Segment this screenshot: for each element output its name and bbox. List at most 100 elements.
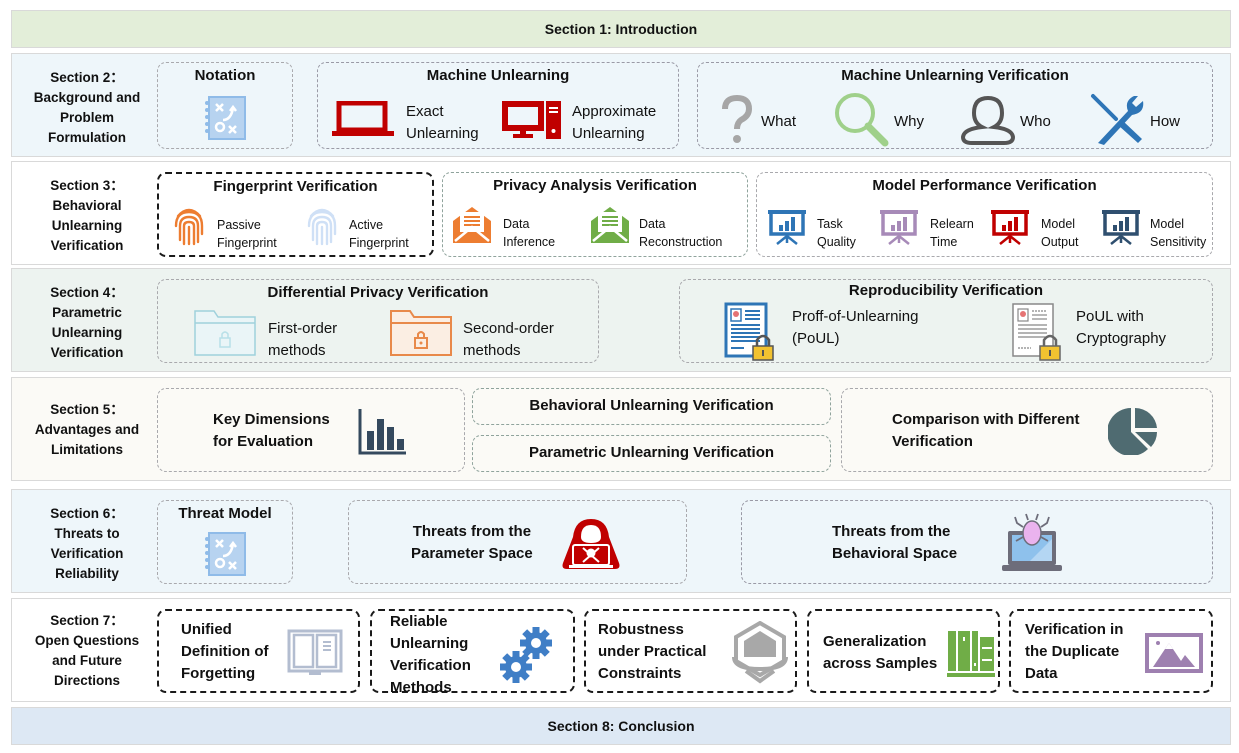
label-line: Verification [390,657,471,674]
model-output-label: Model Output [1041,215,1079,251]
section-1-introduction: Section 1: Introduction [11,10,1231,48]
reproducibility-box: Reproducibility Verification Proff-of-Un… [679,279,1213,363]
label-line: Threats from the [832,523,951,540]
verification-title: Machine Unlearning Verification [841,67,1069,84]
behavioral-verification-label: Behavioral Unlearning Verification [529,397,774,414]
label-line: PoUL with [1076,308,1144,325]
duplicate-data-label: Verification in the Duplicate Data [1025,619,1123,685]
user-icon [960,95,1016,145]
duplicate-data-box: Verification in the Duplicate Data [1009,609,1213,693]
label-line: Unlearning [406,125,479,142]
label-line: Parameter Space [411,545,533,562]
verification-box: Machine Unlearning Verification What Why… [697,62,1213,149]
section-6-label: Section 6： Threats to Verification Relia… [12,504,162,584]
section-8-conclusion: Section 8: Conclusion [11,707,1231,745]
tools-icon [1090,93,1146,147]
label-line: across Samples [823,655,938,672]
robustness-box: Robustness under Practical Constraints [584,609,797,693]
what-label: What [761,113,797,130]
fingerprint-icon [306,204,338,246]
question-icon [720,95,754,145]
label-line: First-order [268,320,338,337]
label-line: Key Dimensions [213,411,330,428]
behavioral-space-label: Threats from the Behavioral Space [832,521,957,565]
label-line: Verification [50,345,124,360]
gears-icon [498,625,556,683]
label-line: Behavioral Space [832,545,958,562]
label-line: Section 6： [50,506,124,521]
privacy-analysis-title: Privacy Analysis Verification [493,177,697,194]
label-line: Section 3： [50,178,124,193]
first-order-label: First-order methods [268,318,337,362]
differential-privacy-box: Differential Privacy Verification First-… [157,279,599,363]
label-line: Methods [390,679,452,696]
label-line: Sensitivity [1150,235,1207,249]
section-4-parametric: Section 4： Parametric Unlearning Verific… [11,268,1231,372]
label-line: Data [1025,665,1058,682]
notation-box: Notation [157,62,293,149]
notation-icon [201,529,251,579]
reproducibility-title: Reproducibility Verification [848,282,1044,299]
label-line: Active [349,218,384,232]
exact-unlearning-label: Exact Unlearning [406,101,479,145]
bar-chart-icon [358,409,406,455]
label-line: Unified [181,621,232,638]
label-line: Unlearning [572,125,645,142]
book-icon [287,629,343,677]
label-line: Unlearning [51,218,123,233]
label-line: Verification [892,433,973,450]
notation-icon [201,93,251,143]
label-line: Model [1150,217,1185,231]
model-performance-title: Model Performance Verification [872,177,1097,194]
reliable-methods-label: Reliable Unlearning Verification Methods [390,611,471,699]
key-dimensions-box: Key Dimensions for Evaluation [157,388,465,472]
label-line: Verification [50,238,124,253]
label-line: Unlearning [390,635,469,652]
locked-document-icon [724,302,782,362]
label-line: Directions [53,673,121,688]
label-line: Open Questions [34,633,140,648]
label-line: Threats from the [412,523,532,540]
label-line: Behavioral [52,198,122,213]
locked-document-icon [1011,302,1069,362]
books-icon [947,629,995,677]
magnifier-icon [833,91,891,147]
pie-chart-icon [1108,405,1158,455]
active-fingerprint-label: Active Fingerprint [349,216,409,252]
label-line: Robustness [598,621,684,638]
bug-laptop-icon [1000,511,1064,575]
label-line: Reconstruction [639,235,723,249]
label-line: Time [930,235,958,249]
poul-cryptography-label: PoUL with Cryptography [1076,306,1166,350]
reliable-methods-box: Reliable Unlearning Verification Methods [370,609,575,696]
label-line: Exact [406,103,444,120]
privacy-analysis-box: Privacy Analysis Verification Data Infer… [442,172,748,257]
label-line: Model [1041,217,1076,231]
label-line: Parametric [52,305,122,320]
model-sensitivity-label: Model Sensitivity [1150,215,1206,251]
data-inference-label: Data Inference [503,215,555,251]
label-line: Data [503,217,530,231]
generalization-label: Generalization across Samples [823,631,937,675]
second-order-label: Second-order methods [463,318,554,362]
section-1-label: Section 1: Introduction [544,21,698,37]
label-line: Unlearning [51,325,123,340]
parametric-verification-label: Parametric Unlearning Verification [528,444,775,461]
generalization-box: Generalization across Samples [807,609,1000,693]
label-line: and Future [52,653,122,668]
machine-unlearning-title: Machine Unlearning [426,67,570,84]
unified-definition-box: Unified Definition of Forgetting [157,609,360,693]
mail-icon [451,205,493,245]
passive-fingerprint-label: Passive Fingerprint [217,216,277,252]
who-label: Who [1020,113,1051,130]
section-2-label: Section 2： Background and Problem Formul… [12,68,162,148]
label-line: Limitations [50,442,123,457]
notation-title: Notation [194,67,256,84]
behavioral-space-box: Threats from the Behavioral Space [741,500,1213,584]
threat-model-box: Threat Model [157,500,293,584]
label-line: Section 4： [50,285,124,300]
task-quality-label: Task Quality [817,215,856,251]
behavioral-verification-box: Behavioral Unlearning Verification [472,388,831,425]
label-line: Section 7： [50,613,124,628]
label-line: Cryptography [1076,330,1167,347]
